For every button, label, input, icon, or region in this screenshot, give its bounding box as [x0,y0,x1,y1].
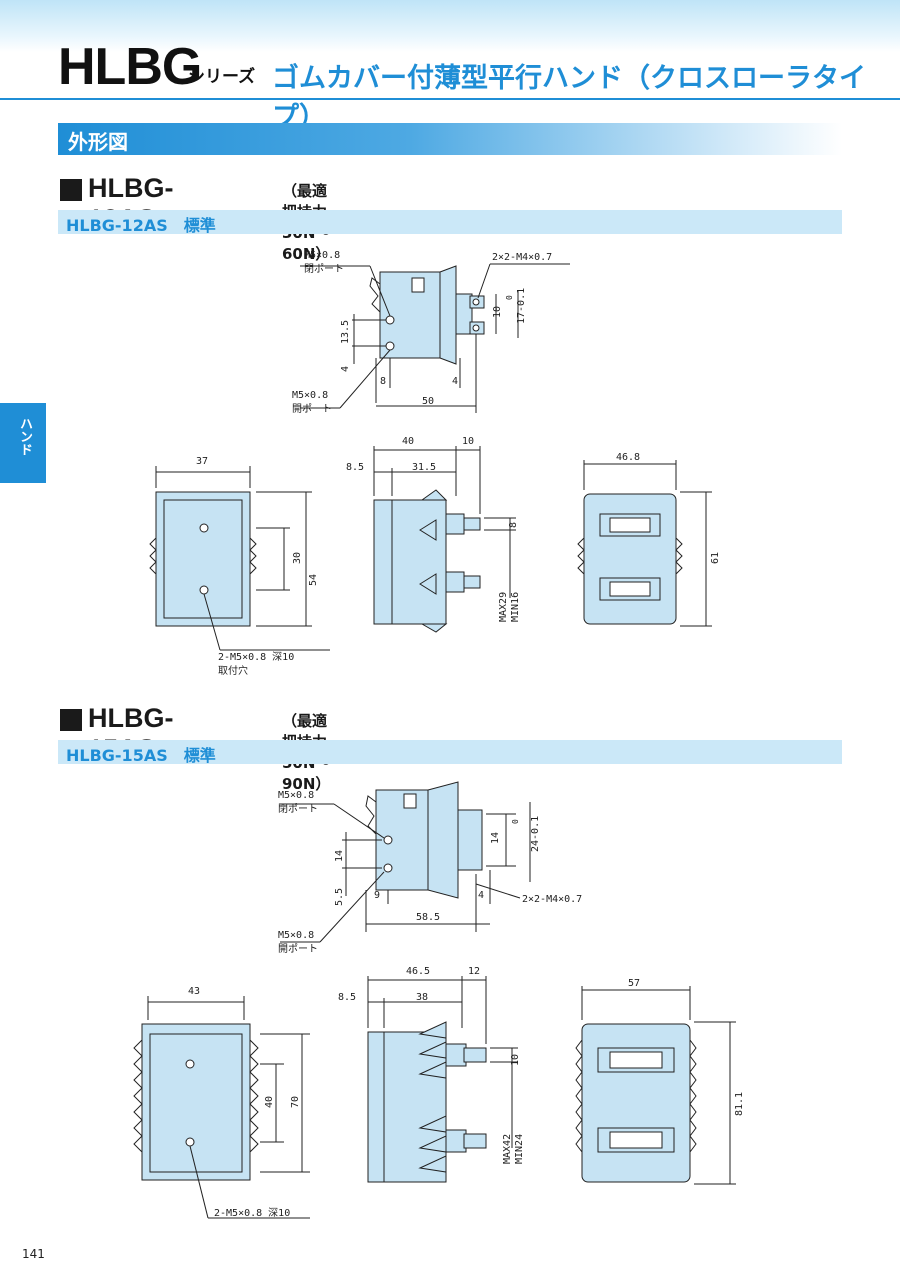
series-suffix: シリーズ [188,67,256,87]
dim-61: 61 [710,552,721,564]
dim-10-side: 10 [510,1054,521,1066]
dim-8-5: 8.5 [338,992,356,1003]
dim-14-left: 14 [334,850,345,862]
dim-min: MIN16 [510,592,521,622]
front-view [149,466,330,651]
dim-10-side: 10 [462,436,474,447]
tap-label: 2-M5×0.8 深10 [214,1207,290,1219]
dim-12: 12 [468,966,480,977]
dim-8-5: 8.5 [346,462,364,473]
dim-4-left: 4 [340,366,351,372]
top-view [300,263,570,413]
header-band [0,0,900,52]
dim-4-right: 4 [452,376,458,387]
dim-54: 54 [308,574,319,586]
series-description: ゴムカバー付薄型平行ハンド（クロスローラタイプ） [272,63,866,133]
thread-label: 2×2-M4×0.7 [522,894,582,905]
dim-37: 37 [196,456,208,467]
tap-label: 2-M5×0.8 深10 [218,651,294,663]
dim-min: MIN24 [514,1134,525,1164]
dim-17: 17-0.1 [516,288,527,324]
port-label-closed: M5×0.8 [278,790,314,801]
series-code: HLBG [58,38,202,96]
dim-10: 10 [492,306,503,318]
side-view [373,446,516,633]
drawing-hlbg-12as: M5×0.8 閉ポート 2×2-M4×0.7 10 0 17-0.1 13.5 … [149,250,721,677]
dim-70: 70 [290,1096,301,1108]
dim-5-5: 5.5 [334,888,345,906]
bullet-square-icon [60,709,82,731]
dim-4: 4 [478,890,484,901]
dim-57: 57 [628,978,640,989]
port-label-open: M5×0.8 [292,390,328,401]
dim-40: 40 [264,1096,275,1108]
port-label-closed-jp: 閉ポート [304,263,344,275]
dim-30: 30 [292,552,303,564]
page-number: 141 [22,1247,45,1261]
dim-40: 40 [402,436,414,447]
dim-tol-0: 0 [511,819,520,824]
drawing-hlbg-15as: M5×0.8 閉ポート 0 14 24-0.1 14 5.5 9 4 2×2-M… [133,781,745,1219]
port-label-open-jp: 開ポート [278,943,318,955]
port-label-closed: M5×0.8 [304,250,340,261]
dim-46-8: 46.8 [616,452,640,463]
port-label-open: M5×0.8 [278,930,314,941]
section-title: 外形図 [68,130,128,154]
dim-24: 24-0.1 [530,816,541,852]
port-label-closed-jp: 閉ポート [278,803,318,815]
title-divider [0,98,900,100]
dim-13-5: 13.5 [340,320,351,344]
dim-81-1: 81.1 [734,1092,745,1116]
dim-31-5: 31.5 [412,462,436,473]
side-view [367,976,518,1183]
front-view [133,996,310,1219]
port-label-open-jp: 開ポート [292,403,332,415]
dim-43: 43 [188,986,200,997]
dim-9: 9 [374,890,380,901]
section-heading: 外形図 [58,123,842,155]
dim-max: MAX42 [502,1134,513,1164]
dim-tol-0: 0 [505,295,514,300]
tap-label-jp: 取付穴 [218,664,248,677]
dim-50: 50 [422,396,434,407]
variant-bar-hlbg-12as: HLBG-12AS 標準 [58,210,842,235]
variant-label: HLBG-12AS 標準 [66,216,216,235]
page-title: HLBG シリーズ ゴムカバー付薄型平行ハンド（クロスローラタイプ） [58,36,900,133]
dim-58-5: 58.5 [416,912,440,923]
dim-46-5: 46.5 [406,966,430,977]
end-view [575,986,736,1185]
side-index-label: ハンド [17,417,32,456]
thread-label: 2×2-M4×0.7 [492,252,552,263]
bullet-square-icon [60,179,82,201]
dim-38: 38 [416,992,428,1003]
dim-max: MAX29 [498,592,509,622]
dim-8: 8 [380,376,386,387]
end-view [577,460,712,627]
dim-14-right: 14 [490,832,501,844]
variant-label: HLBG-15AS 標準 [66,746,216,765]
side-index-tab[interactable]: ハンド [0,403,46,483]
top-view [280,781,531,943]
variant-bar-hlbg-15as: HLBG-15AS 標準 [58,740,842,765]
dim-8-side: 8 [508,522,519,528]
